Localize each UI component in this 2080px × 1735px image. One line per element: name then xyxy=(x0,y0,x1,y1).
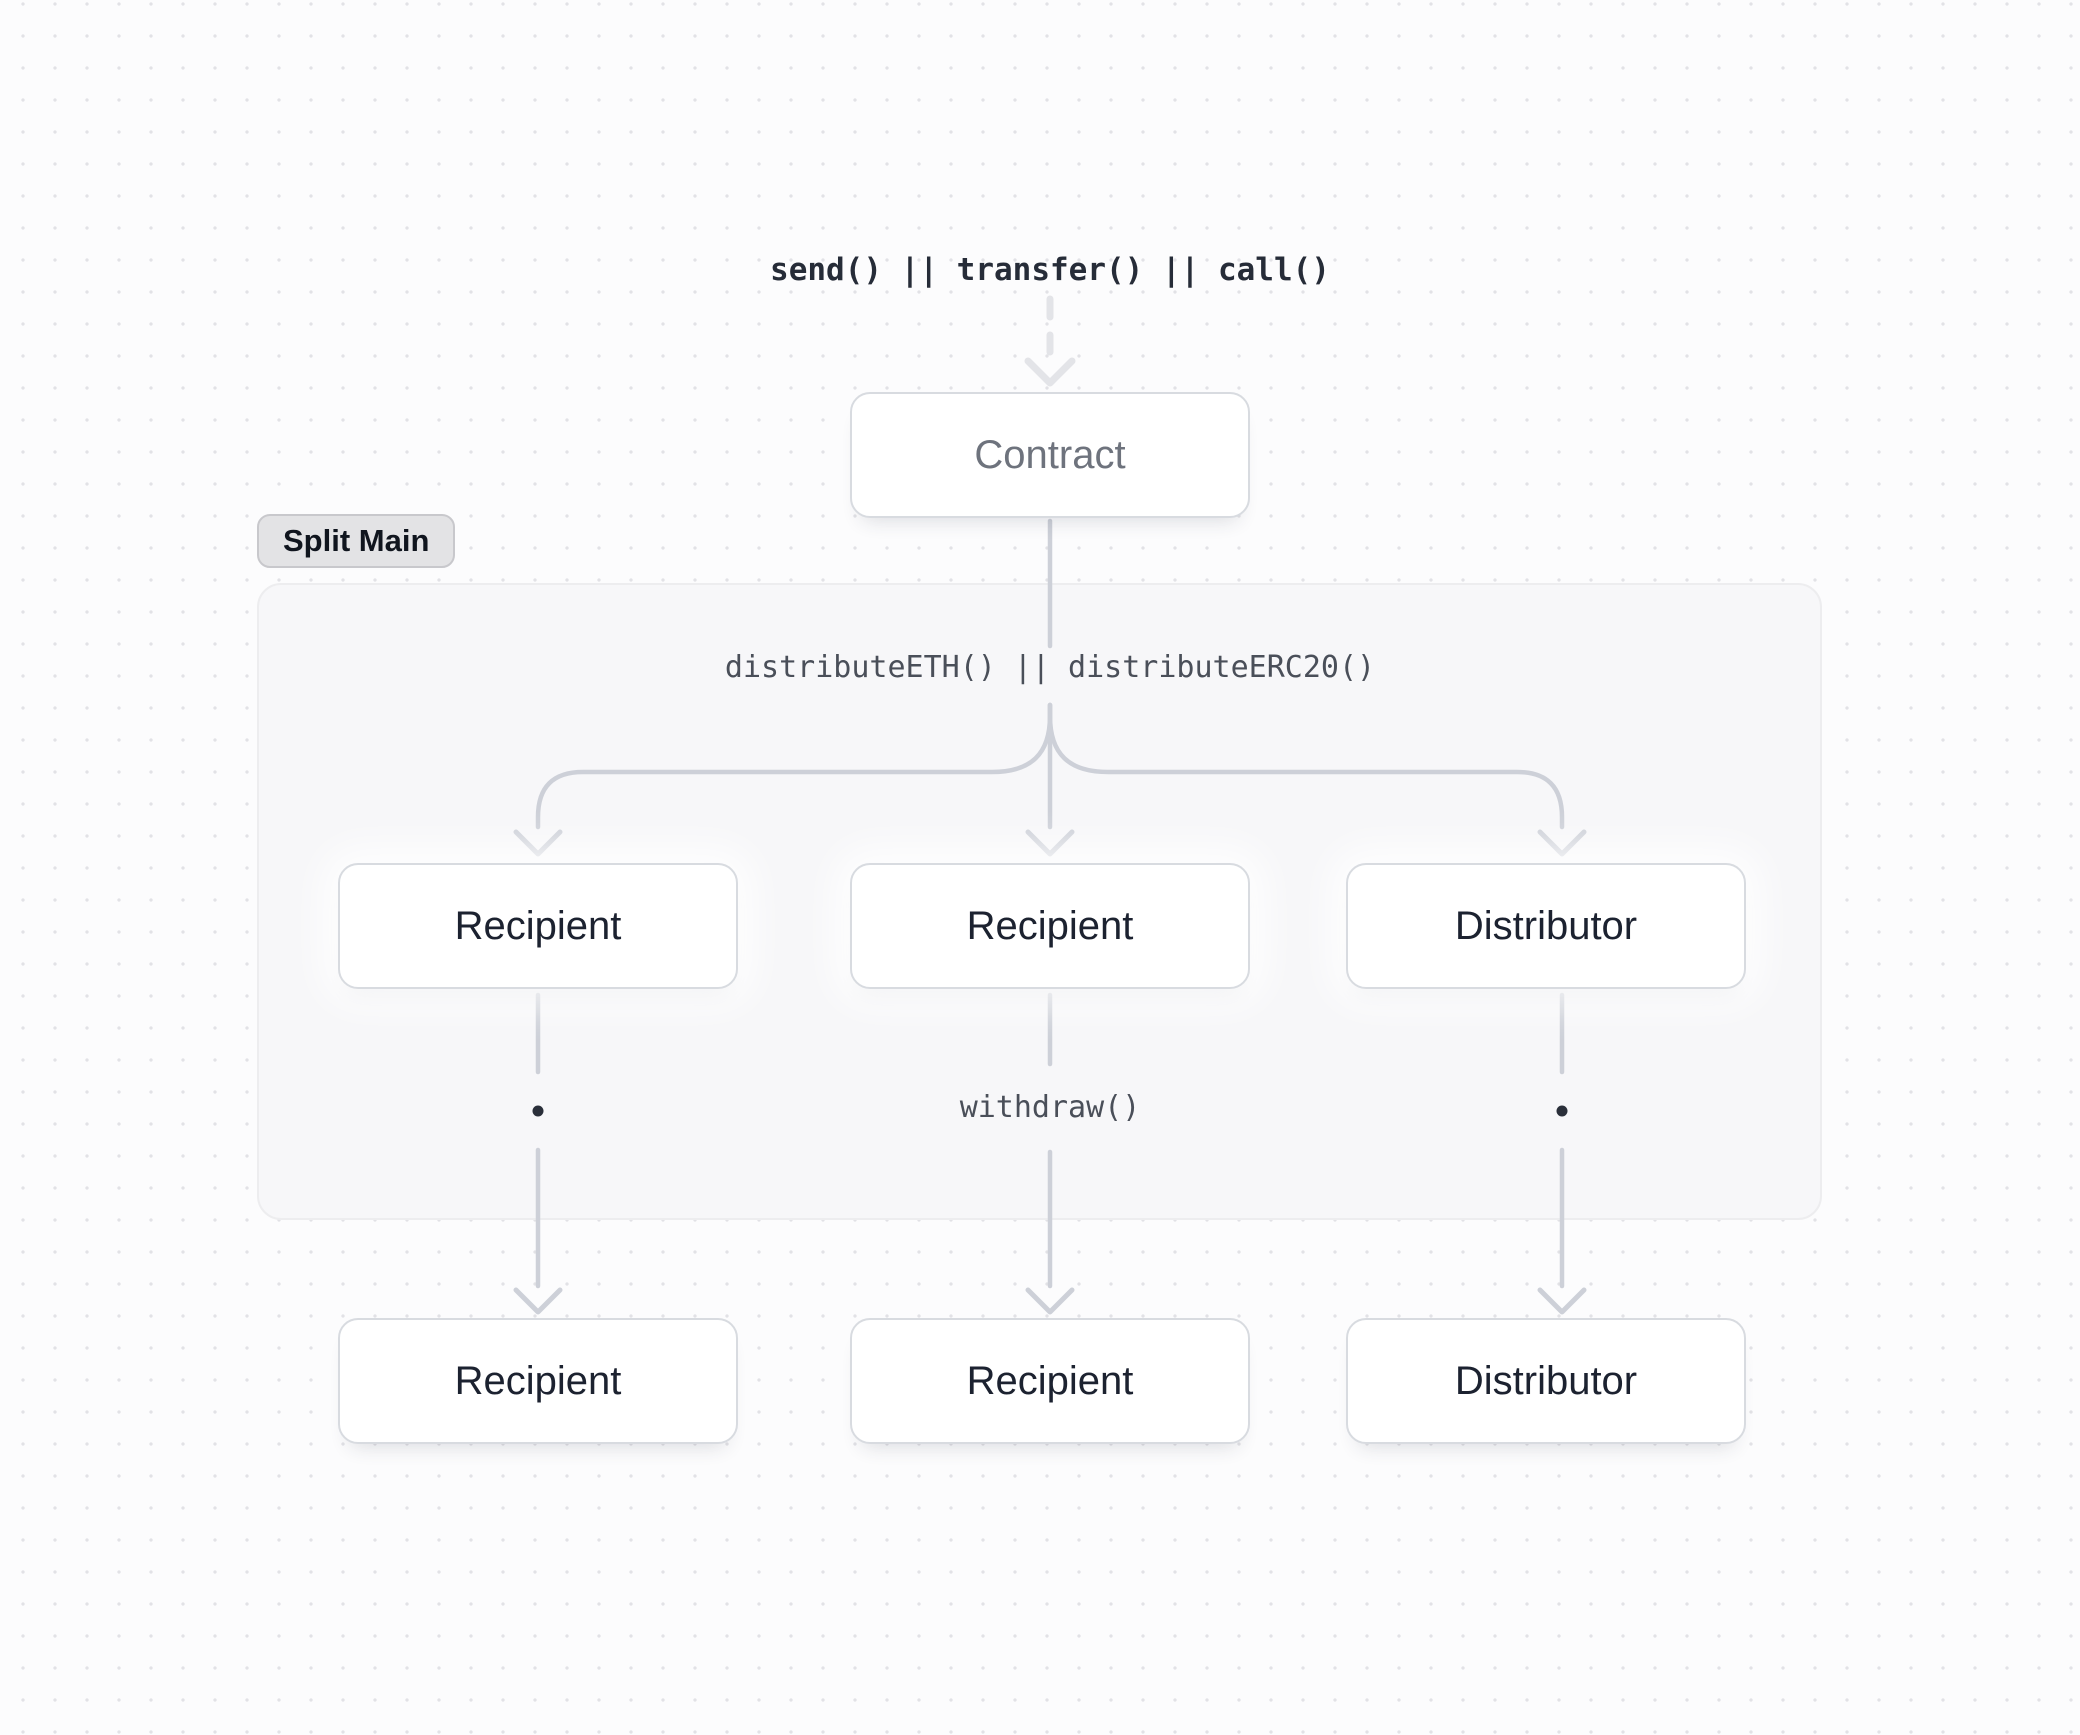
entry-arrowhead-icon xyxy=(1024,357,1076,387)
outer-recipient-node-1: Recipient xyxy=(338,1318,738,1444)
node-label: Recipient xyxy=(966,903,1134,948)
outer-recipient-node-2: Recipient xyxy=(850,1318,1250,1444)
node-label: Distributor xyxy=(1454,903,1638,948)
inner-recipient-node-2: Recipient xyxy=(850,863,1250,989)
contract-node: Contract xyxy=(850,392,1250,518)
inner-distributor-node: Distributor xyxy=(1346,863,1746,989)
distribute-call-label: distributeETH() || distributeERC20() xyxy=(724,650,1376,685)
middle-column-arrowhead-icon xyxy=(1025,1287,1075,1315)
right-column-arrowhead-icon xyxy=(1537,1287,1587,1315)
split-main-badge: Split Main xyxy=(257,514,456,568)
node-label: Recipient xyxy=(966,1358,1134,1403)
left-column-arrowhead-icon xyxy=(513,1287,563,1315)
node-label: Recipient xyxy=(454,1358,622,1403)
split-main-badge-label: Split Main xyxy=(283,523,430,558)
node-label: Distributor xyxy=(1454,1358,1638,1403)
contract-node-label: Contract xyxy=(974,432,1126,477)
inner-recipient-node-1: Recipient xyxy=(338,863,738,989)
outer-distributor-node: Distributor xyxy=(1346,1318,1746,1444)
withdraw-call-label: withdraw() xyxy=(959,1090,1141,1125)
entry-call-label: send() || transfer() || call() xyxy=(770,252,1330,288)
node-label: Recipient xyxy=(454,903,622,948)
